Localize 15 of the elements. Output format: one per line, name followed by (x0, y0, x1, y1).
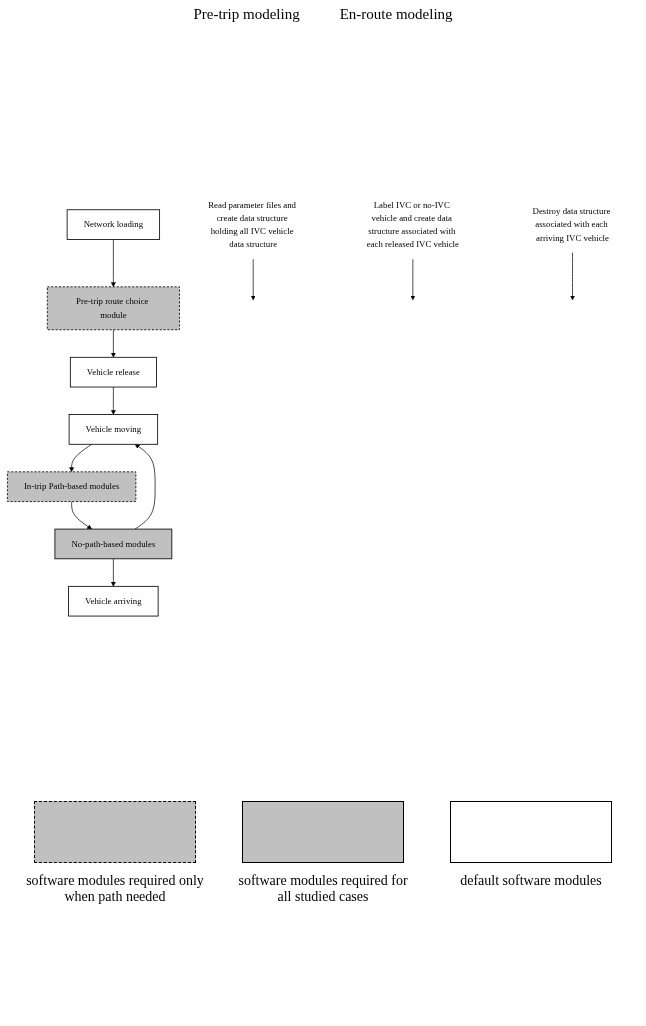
section-label: Pre-trip modeling (193, 6, 300, 23)
legend-text: software modules required only when path needed (25, 873, 205, 905)
node-box: Vehicle release (69, 356, 157, 388)
node-box: Network loading (66, 209, 161, 240)
node-box: No-path-based modules (54, 528, 173, 560)
node-box: Vehicle moving (68, 414, 159, 445)
node-text: Destroy data structure associated with each arriving IVC vehicle (532, 206, 611, 243)
legend-text: software modules required for all studied cases (237, 873, 409, 905)
legend-text: default software modules (460, 873, 602, 889)
section-label: En-route modeling (339, 6, 453, 23)
node-text: Read parameter files and create data structure holding all IVC vehicle data structure (208, 199, 296, 249)
node-box: Pre-trip route choice module (46, 286, 180, 331)
node-text: Label IVC or no-IVC vehicle and create data structure associated with each released IVC vehicle (366, 199, 459, 249)
node-box: In-trip Path-based modules (7, 471, 137, 502)
node-box: Vehicle arriving (68, 585, 159, 617)
